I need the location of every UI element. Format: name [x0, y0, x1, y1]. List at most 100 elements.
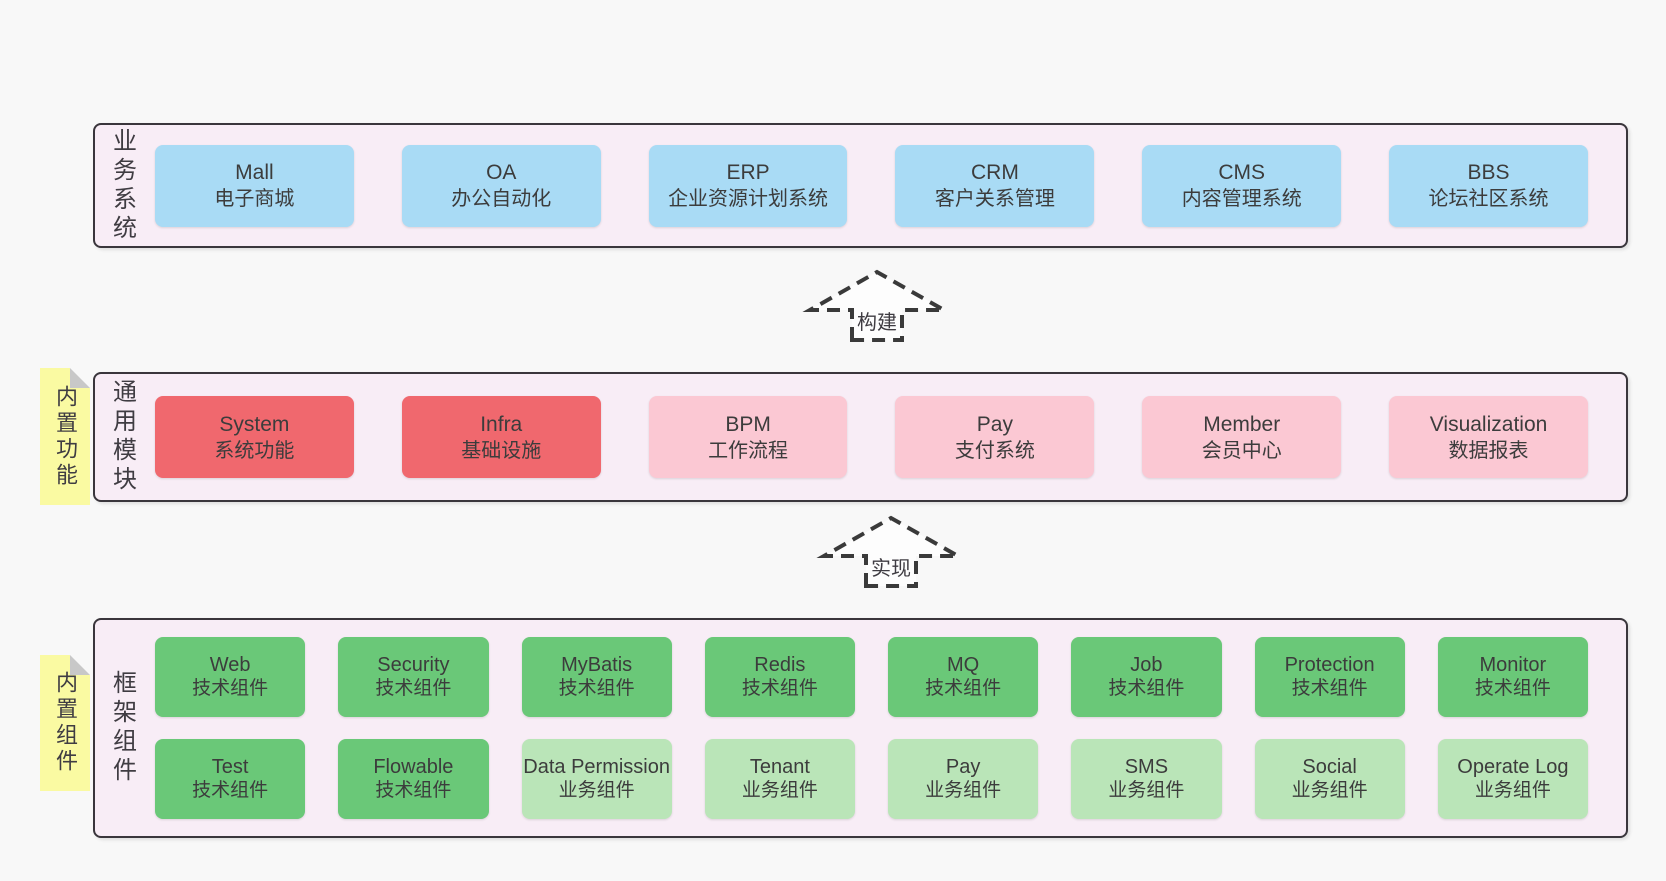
box-desc: 业务组件 [1474, 780, 1551, 801]
box-name: Monitor [1479, 654, 1547, 676]
box-sms: SMS 业务组件 [1071, 739, 1222, 819]
box-desc: 基础设施 [461, 439, 542, 462]
box-infra: Infra 基础设施 [401, 396, 601, 478]
framework-components-row-2: Test 技术组件 Flowable 技术组件 Data Permission … [155, 739, 1588, 819]
framework-components-row-1: Web 技术组件 Security 技术组件 MyBatis 技术组件 Redi… [155, 637, 1588, 717]
box-name: Mall [235, 161, 274, 184]
box-name: Pay [976, 412, 1013, 436]
box-name: Web [209, 654, 251, 676]
box-name: Social [1302, 756, 1357, 778]
box-name: Redis [754, 654, 806, 676]
box-name: Member [1203, 412, 1281, 436]
box-security: Security 技术组件 [338, 637, 489, 717]
box-name: Operate Log [1457, 756, 1569, 778]
box-desc: 技术组件 [192, 678, 269, 699]
box-erp: ERP 企业资源计划系统 [648, 144, 848, 227]
box-name: Tenant [749, 756, 810, 778]
box-mybatis: MyBatis 技术组件 [521, 637, 672, 717]
note-fold-corner-icon [70, 368, 90, 388]
common-modules-rows: System 系统功能 Infra 基础设施 BPM 工作流程 Pay 支付系统… [149, 374, 1626, 500]
box-desc: 业务组件 [1291, 780, 1368, 801]
box-visualization: Visualization 数据报表 [1389, 396, 1588, 478]
box-desc: 技术组件 [375, 678, 452, 699]
box-pay-component: Pay 业务组件 [888, 739, 1039, 819]
business-systems-vertical-label: 业务系统 [108, 127, 136, 244]
arrow-implement: 实现 [816, 514, 966, 588]
box-desc: 技术组件 [741, 678, 818, 699]
business-systems-panel: 业务系统 Mall 电子商城 OA 办公自动化 ERP 企业资源计划系统 CRM… [93, 123, 1628, 248]
box-desc: 办公自动化 [451, 188, 552, 210]
box-desc: 业务组件 [558, 780, 635, 801]
box-desc: 技术组件 [192, 780, 269, 801]
box-web: Web 技术组件 [155, 637, 306, 717]
box-name: Flowable [373, 756, 454, 778]
box-name: System [219, 412, 290, 436]
box-name: OA [486, 161, 517, 184]
note-fold-corner-icon [70, 655, 90, 675]
box-desc: 内容管理系统 [1181, 188, 1302, 210]
box-member: Member 会员中心 [1142, 396, 1342, 478]
box-desc: 数据报表 [1448, 439, 1529, 462]
business-systems-rows: Mall 电子商城 OA 办公自动化 ERP 企业资源计划系统 CRM 客户关系… [149, 125, 1626, 246]
box-name: BPM [725, 412, 771, 436]
box-test: Test 技术组件 [155, 739, 306, 819]
box-cms: CMS 内容管理系统 [1142, 144, 1342, 227]
box-name: Visualization [1429, 412, 1548, 436]
box-desc: 电子商城 [214, 188, 295, 210]
box-name: BBS [1467, 161, 1510, 184]
note-text: 内置组件 [53, 671, 78, 775]
box-crm: CRM 客户关系管理 [895, 144, 1095, 227]
box-desc: 业务组件 [1108, 780, 1185, 801]
box-desc: 技术组件 [1474, 678, 1551, 699]
arrow-build-label: 构建 [855, 306, 899, 335]
box-desc: 系统功能 [214, 439, 295, 462]
box-name: Security [377, 654, 450, 676]
box-name: ERP [726, 161, 770, 184]
framework-components-vertical-label: 框架组件 [108, 670, 136, 786]
box-desc: 企业资源计划系统 [668, 188, 829, 210]
box-name: MyBatis [561, 654, 633, 676]
box-redis: Redis 技术组件 [704, 637, 855, 717]
box-name: SMS [1124, 756, 1169, 778]
box-desc: 技术组件 [558, 678, 635, 699]
box-name: Data Permission [523, 756, 670, 778]
box-bpm: BPM 工作流程 [648, 396, 848, 478]
box-name: Job [1130, 654, 1163, 676]
box-name: CMS [1218, 161, 1266, 184]
box-desc: 业务组件 [925, 780, 1002, 801]
common-modules-row: System 系统功能 Infra 基础设施 BPM 工作流程 Pay 支付系统… [155, 396, 1588, 478]
business-systems-row: Mall 电子商城 OA 办公自动化 ERP 企业资源计划系统 CRM 客户关系… [155, 144, 1588, 227]
box-desc: 工作流程 [708, 439, 789, 462]
common-modules-panel: 通用模块 System 系统功能 Infra 基础设施 BPM 工作流程 Pay… [93, 372, 1628, 502]
framework-components-panel: 框架组件 Web 技术组件 Security 技术组件 MyBatis 技术组件… [93, 618, 1628, 838]
box-name: Infra [480, 412, 523, 436]
sticky-note-builtin-components: 内置组件 [40, 655, 90, 791]
sticky-note-builtin-features: 内置功能 [40, 368, 90, 505]
box-operate-log: Operate Log 业务组件 [1437, 739, 1588, 819]
note-text: 内置功能 [53, 384, 78, 489]
framework-components-rows: Web 技术组件 Security 技术组件 MyBatis 技术组件 Redi… [149, 620, 1626, 836]
box-social: Social 业务组件 [1254, 739, 1405, 819]
arrow-build: 构建 [802, 268, 952, 342]
box-mall: Mall 电子商城 [155, 144, 354, 227]
box-bbs: BBS 论坛社区系统 [1389, 144, 1588, 227]
box-pay: Pay 支付系统 [895, 396, 1095, 478]
box-name: MQ [947, 654, 980, 676]
box-mq: MQ 技术组件 [888, 637, 1039, 717]
box-job: Job 技术组件 [1071, 637, 1222, 717]
common-modules-vertical-label: 通用模块 [108, 379, 136, 495]
box-protection: Protection 技术组件 [1254, 637, 1405, 717]
box-monitor: Monitor 技术组件 [1437, 637, 1588, 717]
box-name: Test [211, 756, 249, 778]
arrow-implement-label: 实现 [869, 552, 913, 581]
box-flowable: Flowable 技术组件 [338, 739, 489, 819]
box-desc: 会员中心 [1201, 439, 1282, 462]
box-oa: OA 办公自动化 [401, 144, 601, 227]
box-system: System 系统功能 [155, 396, 354, 478]
box-desc: 技术组件 [925, 678, 1002, 699]
box-tenant: Tenant 业务组件 [704, 739, 855, 819]
box-desc: 技术组件 [375, 780, 452, 801]
box-desc: 支付系统 [954, 439, 1035, 462]
box-desc: 客户关系管理 [934, 188, 1055, 210]
box-desc: 论坛社区系统 [1428, 188, 1549, 210]
